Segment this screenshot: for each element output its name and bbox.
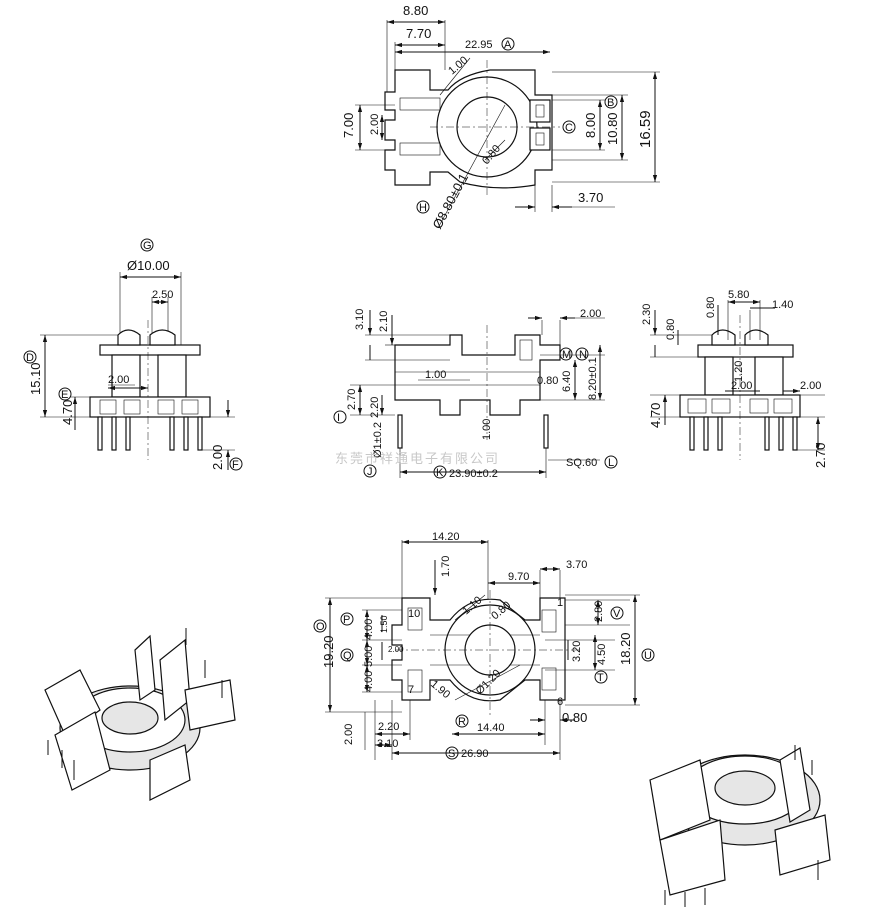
dim-0-80-bottom: 0.80: [562, 710, 587, 725]
label-a: A: [504, 39, 512, 51]
label-g: G: [143, 240, 152, 252]
side-view: 3.10 2.10 2.00 M N 1.00 0.80 6.40 8.20±0…: [333, 308, 618, 480]
label-s: S: [448, 748, 455, 760]
dim-3-70-bottom: 3.70: [566, 559, 587, 571]
dim-9-70: 9.70: [508, 571, 529, 583]
label-j: J: [367, 466, 373, 478]
label-i: I: [337, 412, 340, 424]
right-view: 5.80 1.40 0.80 2.30 0.80 4.70 1.20 2.00 …: [641, 289, 828, 468]
label-k: K: [436, 467, 444, 479]
top-view: 8.80 7.70 22.95 A 7.00 2.00 8.00: [341, 3, 660, 231]
dim-2-10: 2.10: [378, 311, 390, 332]
dim-19-20: 19.20: [321, 635, 336, 668]
dim-3-10: 3.10: [354, 309, 366, 330]
dim-16-59: 16.59: [637, 110, 654, 148]
front-pins: [97, 416, 203, 451]
dim-8-20: 8.20±0.1: [587, 357, 599, 400]
dim-8-00: 8.00: [583, 113, 598, 138]
dim-4-00: 4.00: [363, 619, 375, 640]
dim-sq-60: SQ.60: [566, 457, 597, 469]
label-d: D: [26, 352, 34, 364]
dim-2-00-right: 2.00: [731, 380, 752, 392]
dim-2-00-front-right: 2.00: [210, 445, 225, 470]
dim-26-90: 26.90: [461, 748, 489, 760]
dim-2-20-side: 2.20: [369, 397, 381, 418]
dim-1-00-side: 1.00: [425, 369, 446, 381]
dim-1-00-side-b: 1.00: [481, 419, 493, 440]
dim-1-00: 1.00: [446, 54, 470, 77]
dim-3-20: 3.20: [571, 641, 583, 662]
label-h: H: [419, 202, 427, 214]
dim-0-80-right: 0.80: [705, 297, 717, 318]
bottom-view: 14.20 1.70 9.70 3.70 10 7 1 6 1.10 0.80 …: [313, 531, 655, 760]
dim-2-20: 2.20: [378, 721, 399, 733]
label-r: R: [458, 716, 466, 728]
label-q: Q: [343, 650, 352, 662]
label-v: V: [613, 608, 621, 620]
dim-5-00: 5.00: [363, 646, 375, 667]
dim-2-50: 2.50: [152, 289, 173, 301]
dim-dia-1: Ø1±0.2: [372, 422, 384, 458]
dim-23-90: 23.90±0.2: [449, 468, 498, 480]
pin-1: 1: [557, 597, 563, 609]
dim-1-40: 1.40: [772, 299, 793, 311]
pin-7: 7: [408, 684, 414, 696]
dim-3-70-top: 3.70: [578, 190, 603, 205]
dim-8-80: 8.80: [403, 3, 428, 18]
side-pins: [397, 414, 549, 449]
dim-2-00-bottom: 2.00: [388, 645, 404, 654]
dim-10-80: 10.80: [605, 112, 620, 145]
dim-dia-10: Ø10.00: [127, 258, 170, 273]
dim-7-70: 7.70: [406, 26, 431, 41]
dim-1-50: 1.50: [379, 615, 389, 633]
dim-dia-8-80: Ø8.80±0.1: [429, 171, 471, 232]
dim-2-70-right: 2.70: [813, 443, 828, 468]
dim-14-20: 14.20: [432, 531, 460, 543]
dim-2-00-top: 2.00: [369, 114, 381, 135]
dim-7-00: 7.00: [341, 113, 356, 138]
label-l: L: [608, 457, 614, 469]
dim-5-80: 5.80: [728, 289, 749, 301]
label-o: O: [316, 621, 325, 633]
dim-15-10: 15.10: [28, 362, 43, 395]
dim-22-95: 22.95: [465, 39, 493, 51]
dim-2-30: 2.30: [641, 304, 653, 325]
dim-2-00-side: 2.00: [580, 308, 601, 320]
dim-4-70-right: 4.70: [648, 403, 663, 428]
pin-10: 10: [408, 608, 420, 620]
dim-1-20-right: 1.20: [733, 361, 745, 382]
isometric-view-left: [44, 628, 236, 801]
dim-2-00-right-b: 2.00: [800, 380, 821, 392]
dim-4-00-b: 4.00: [363, 671, 375, 692]
label-p: P: [343, 614, 350, 626]
dim-0-80-side: 0.80: [537, 375, 558, 387]
dim-1-70: 1.70: [440, 556, 452, 577]
label-b: B: [607, 97, 614, 109]
dim-6-40: 6.40: [561, 371, 573, 392]
dim-3-10-bottom: 3.10: [377, 738, 398, 750]
dim-18-20: 18.20: [618, 632, 633, 665]
label-c: C: [565, 122, 573, 134]
dim-0-80-right-b: 0.80: [665, 319, 677, 340]
dim-14-40: 14.40: [477, 722, 505, 734]
watermark-text: 东莞市祥通电子有限公司: [335, 451, 500, 466]
right-pins: [689, 416, 798, 451]
label-t: T: [597, 672, 604, 684]
label-f: F: [232, 459, 239, 471]
isometric-view-right: [649, 745, 831, 907]
label-u: U: [644, 650, 652, 662]
dim-2-80: 2.80: [593, 601, 605, 622]
dim-4-50: 4.50: [596, 644, 608, 665]
front-view: G Ø10.00 2.50 2.00: [23, 238, 243, 471]
dim-2-00-front: 2.00: [108, 374, 129, 386]
dim-2-70-side: 2.70: [346, 389, 358, 410]
dim-2-00-bottom-b: 2.00: [343, 724, 355, 745]
dim-4-70-front: 4.70: [60, 400, 75, 425]
label-e: E: [61, 389, 68, 401]
dim-1-90: 1.90: [428, 678, 452, 701]
